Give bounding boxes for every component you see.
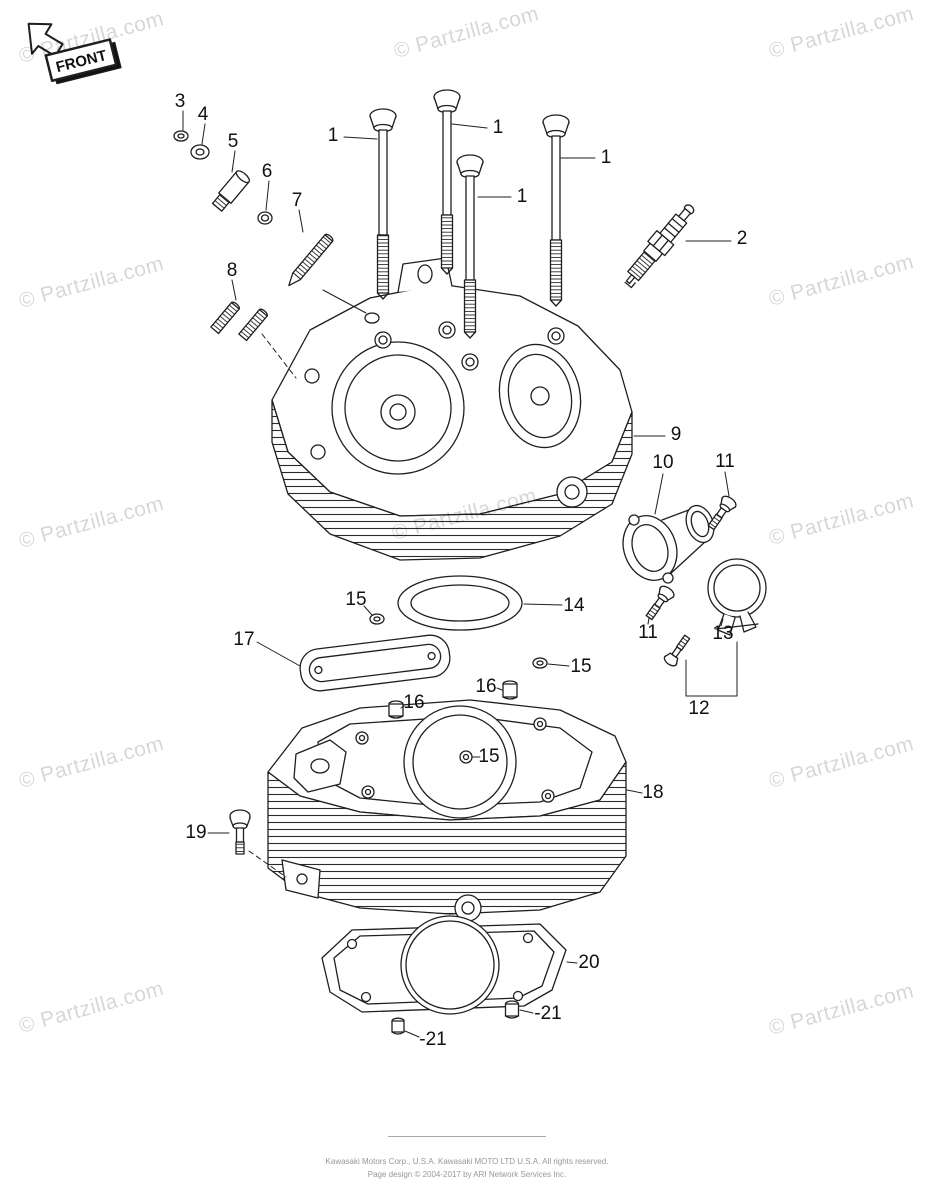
screw-part-7	[288, 233, 334, 287]
grommet-part-15a	[369, 613, 385, 625]
callout-21-a: -21	[534, 1003, 562, 1024]
dowel-part-21a	[504, 1000, 520, 1019]
footer: Kawasaki Motors Corp., U.S.A. Kawasaki M…	[0, 1156, 934, 1182]
grommet-part-15b	[532, 657, 548, 669]
callout-12: 12	[688, 698, 710, 719]
footer-line2: Page design © 2004-2017 by ARI Network S…	[367, 1170, 567, 1180]
leader-lines	[182, 110, 738, 1038]
callout-1-c: 1	[600, 147, 612, 168]
callout-10: 10	[652, 452, 674, 473]
callout-3: 3	[174, 91, 186, 112]
head-gasket-part	[397, 575, 523, 631]
callout-20: 20	[578, 952, 600, 973]
callout-21-b: -21	[419, 1029, 447, 1050]
callout-18: 18	[642, 782, 664, 803]
callout-16-a: 16	[475, 676, 497, 697]
clamp-screw-part	[663, 634, 691, 667]
callout-1-b: 1	[492, 117, 504, 138]
dowel-part-16b	[388, 700, 404, 719]
callout-4: 4	[197, 104, 209, 125]
base-gasket-part	[321, 915, 567, 1015]
cylinder-part	[267, 699, 627, 922]
callout-1-d: 1	[516, 186, 528, 207]
dowel-part-16a	[502, 680, 518, 700]
callout-16-b: 16	[403, 692, 425, 713]
footer-rule	[388, 1136, 546, 1137]
callout-15-b: 15	[570, 656, 592, 677]
holder-bolt-part-a	[707, 495, 737, 531]
head-bolt-part-a	[369, 108, 397, 300]
footer-line1: Kawasaki Motors Corp., U.S.A. Kawasaki M…	[325, 1157, 609, 1167]
callout-19: 19	[185, 822, 207, 843]
callout-11-a: 11	[715, 451, 735, 472]
callout-15-c: 15	[478, 746, 500, 767]
cylinder-head-part	[271, 257, 633, 561]
spark-plug-part	[624, 204, 695, 289]
callout-14: 14	[563, 595, 585, 616]
callout-15-a: 15	[345, 589, 367, 610]
dowel-part-21b	[391, 1017, 405, 1035]
washer-part-4	[190, 144, 210, 160]
intake-holder-part	[622, 504, 715, 584]
stud-part-8b	[238, 308, 269, 342]
callout-5: 5	[227, 131, 239, 152]
callout-9: 9	[670, 424, 682, 445]
callout-17: 17	[233, 629, 255, 650]
callout-13: 13	[712, 623, 734, 644]
callout-1-a: 1	[327, 125, 339, 146]
callout-2: 2	[736, 228, 748, 249]
stud-part-8a	[210, 301, 241, 335]
callout-8: 8	[226, 260, 238, 281]
side-bolt-part-19	[229, 809, 251, 855]
head-bolt-part-c	[456, 154, 484, 339]
head-bolt-part-b	[433, 89, 461, 275]
callout-6: 6	[261, 161, 273, 182]
washer-part-3	[173, 130, 189, 142]
fitting-part-5	[211, 170, 251, 212]
holder-bolt-part-b	[645, 585, 675, 621]
washer-part-6	[257, 211, 273, 225]
grommet-part-15c	[459, 750, 473, 764]
callout-7: 7	[291, 190, 303, 211]
cover-gasket-part	[299, 634, 451, 692]
head-bolt-part-d	[542, 114, 570, 307]
callout-11-b: 11	[638, 622, 658, 643]
intake-clamp-part	[707, 558, 767, 636]
front-badge: FRONT	[27, 22, 122, 85]
